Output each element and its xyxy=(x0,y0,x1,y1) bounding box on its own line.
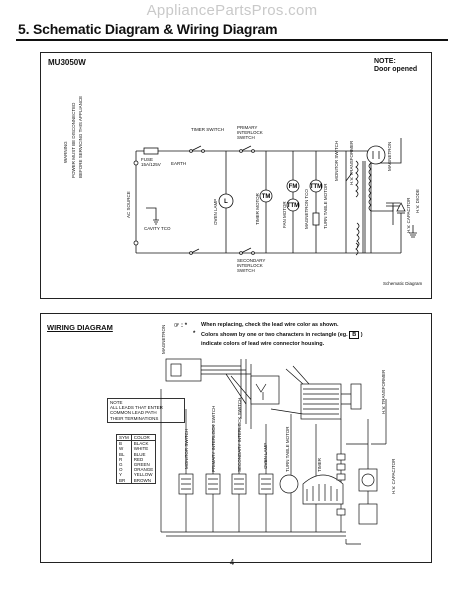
instruction-line-2: Colors shown by one or two characters in… xyxy=(201,331,363,339)
wiring-label-turntable: TURN TABLE MOTOR xyxy=(285,426,290,472)
page-number: 4 xyxy=(229,558,235,567)
legend-color: RED xyxy=(131,456,157,463)
legend-sym: Y xyxy=(116,472,132,478)
svg-text:TM: TM xyxy=(262,194,271,200)
wiring-label-transformer: H.V. TRANSFORMER xyxy=(381,369,386,414)
wiring-label-monitor: MONITOR SWITCH xyxy=(184,428,189,469)
wiring-title: WIRING DIAGRAM xyxy=(47,323,113,332)
label-oven-lamp: OVEN LAMP xyxy=(213,198,218,225)
note-box-line: THEIR TERMINATIONS xyxy=(110,415,159,421)
label-hv-capacitor: H.V. CAPACITOR xyxy=(406,197,411,233)
note-text: Door opened xyxy=(374,66,418,73)
wiring-panel: WIRING DIAGRAM ☞ : * When replacing, che… xyxy=(40,313,432,563)
label-fuse: FUSE 15A/125V xyxy=(141,157,161,167)
label-magnetron: MAGNETRON xyxy=(387,141,392,171)
svg-text:L: L xyxy=(224,199,228,205)
wiring-label-lamp: OVEN LAMP xyxy=(263,442,268,469)
wiring-label-primary: PRIMARY INTERLOCK SWITCH xyxy=(211,405,216,472)
legend-sym: O xyxy=(116,467,132,473)
legend-sym: B xyxy=(116,440,132,447)
color-example-box: B xyxy=(349,331,360,339)
legend-sym: R xyxy=(116,456,132,463)
note-box-line: COMMON LEAD PATH xyxy=(110,410,157,416)
legend-color: GREEN xyxy=(131,462,157,468)
wiring-label-magnetron: MAGNETRON xyxy=(161,324,166,354)
label-fan-motor: FAN MOTOR xyxy=(282,201,287,228)
legend-header-sym: SYM xyxy=(116,434,132,441)
legend-color: WHITE xyxy=(131,446,157,452)
label-turntable-motor: TURN TABLE MOTOR xyxy=(323,183,328,229)
label-hv-transformer: H.V. TRANSFORMER xyxy=(349,140,354,185)
schematic-panel: MU3050W NOTE: Door opened WARNING POWER … xyxy=(40,52,432,299)
legend-color: YELLOW xyxy=(131,472,157,478)
wiring-label-timer: TIMER xyxy=(317,458,322,472)
instruction-bullet-2: * xyxy=(193,331,196,337)
note-box: NOTE ALL LEADS THAT ENTER COMMON LEAD PA… xyxy=(107,398,185,423)
instruction-line-3: indicate colors of lead wire connector h… xyxy=(201,341,325,347)
note-title: NOTE: xyxy=(374,58,396,65)
schematic-drawing: L TM FM TTM TTM xyxy=(133,138,417,256)
wiring-drawing xyxy=(160,358,387,545)
wiring-label-secondary: SECONDARY INTERLOCK SWITCH xyxy=(237,397,242,472)
note-box-title: NOTE xyxy=(110,400,123,405)
model-number: MU3050W xyxy=(48,58,86,67)
label-timer-motor: TIMER MOTOR xyxy=(255,193,260,225)
label-magnetron-tco: MAGNETRON TCO xyxy=(304,189,309,229)
label-secondary-interlock: SECONDARY INTERLOCK SWITCH xyxy=(237,258,266,273)
instruction-bullet-1: ☞ : * xyxy=(174,323,188,329)
label-earth: EARTH xyxy=(171,161,187,166)
page-title: 5. Schematic Diagram & Wiring Diagram xyxy=(18,21,278,37)
legend-sym: BR xyxy=(116,477,132,484)
title-rule xyxy=(16,39,448,41)
label-schematic-fig: Schematic Diagram xyxy=(383,281,423,286)
legend-sym: BL xyxy=(116,451,132,457)
legend-color: BLUE xyxy=(131,451,157,457)
legend-sym: G xyxy=(116,462,132,468)
label-cavity-tco: CAVITY TCO xyxy=(144,226,171,231)
label-primary-interlock: PRIMARY INTERLOCK SWITCH xyxy=(237,125,263,140)
wiring-label-capacitor: H.V. CAPACITOR xyxy=(391,458,396,494)
legend-sym: W xyxy=(116,446,132,452)
legend-color: BLACK xyxy=(131,440,157,447)
note-box-line: ALL LEADS THAT ENTER xyxy=(110,405,163,411)
label-ac-source: AC SOURCE xyxy=(126,191,131,218)
instruction-line-1: When replacing, check the lead wire colo… xyxy=(201,322,339,328)
svg-text:FM: FM xyxy=(289,184,298,190)
svg-text:TTM: TTM xyxy=(310,184,322,190)
svg-text:TTM: TTM xyxy=(287,203,299,209)
watermark: AppliancePartsPros.com xyxy=(146,2,318,19)
legend-color: BROWN xyxy=(131,477,157,484)
legend-color: ORANGE xyxy=(131,467,157,473)
legend-header-color: COLOR xyxy=(131,434,157,441)
label-timer-switch: TIMER SWITCH xyxy=(191,127,224,132)
label-monitor-switch: MONITOR SWITCH xyxy=(334,140,339,181)
label-hv-diode: H.V. DIODE xyxy=(415,189,420,213)
